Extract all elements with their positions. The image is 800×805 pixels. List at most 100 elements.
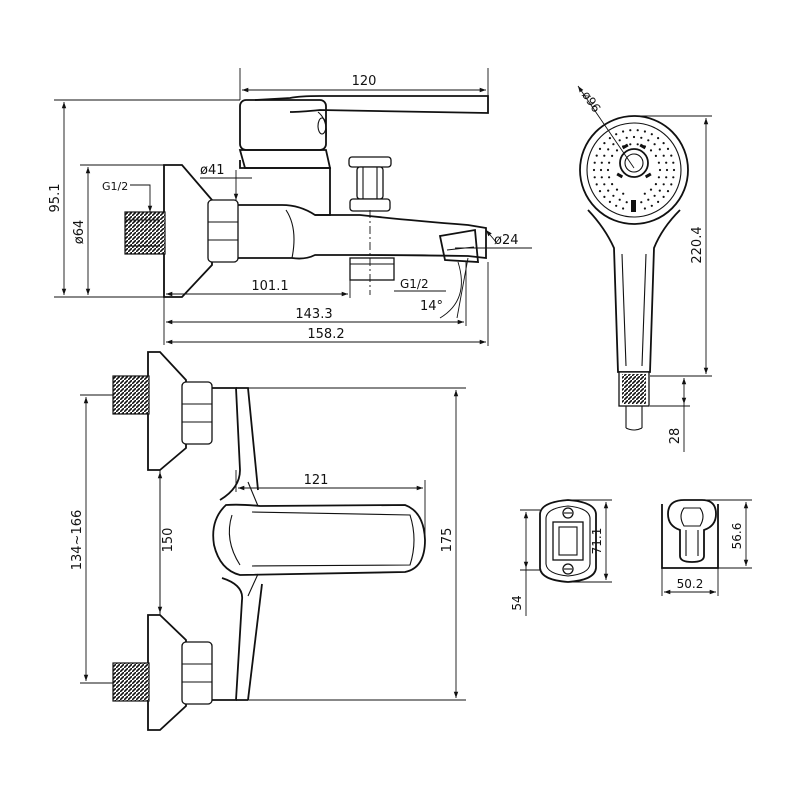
nozzle-dot <box>665 168 669 172</box>
nozzle-dot <box>654 154 658 157</box>
nozzle-dot <box>672 168 676 172</box>
nozzle-dot <box>662 183 665 186</box>
holder-side-view: 56.6 50.2 <box>661 499 752 596</box>
nozzle-dot <box>606 168 610 172</box>
nozzle-dot <box>608 161 611 164</box>
nozzle-dot <box>595 183 598 186</box>
nozzle-dot <box>672 176 675 179</box>
nozzle-dot <box>625 201 628 204</box>
nozzle-dot <box>640 136 643 139</box>
nozzle-dot <box>603 154 606 157</box>
nozzle-dot <box>643 207 647 210</box>
nozzle-dot <box>665 161 668 164</box>
nozzle-dot <box>636 129 639 132</box>
dim-holder-side-width: 50.2 <box>677 577 704 591</box>
nozzle-dot <box>662 142 665 145</box>
nozzle-dot <box>658 189 661 192</box>
nozzle-dot <box>608 200 612 203</box>
dim-body-diameter: ø41 <box>200 163 225 178</box>
dim-side-width: 120 <box>352 74 377 89</box>
dim-flange-span: 150 <box>161 528 176 553</box>
nozzle-dot <box>612 143 615 146</box>
dim-spout-angle: 14° <box>420 299 443 314</box>
nozzle-dot <box>595 154 598 157</box>
dim-side-height: 95.1 <box>48 184 63 213</box>
nozzle-dot <box>662 154 665 157</box>
nozzle-dot <box>603 142 606 145</box>
front-view: 134~166 150 121 175 <box>70 351 466 731</box>
nozzle-dot <box>608 176 611 179</box>
nozzle-dot <box>632 135 636 139</box>
nozzle-dot <box>598 147 602 150</box>
nozzle-dot <box>608 137 612 140</box>
dim-total-length: 158.2 <box>307 327 344 342</box>
nozzle-dot <box>657 200 660 203</box>
dim-holder-height: 71.1 <box>590 528 604 555</box>
nozzle-dot <box>615 149 619 152</box>
dim-offset: 101.1 <box>251 279 288 294</box>
dim-inlet-centers: 134~166 <box>70 510 85 571</box>
side-view: 120 95.1 ø64 G1/2 ø41 ø24 G1/2 14° 101.1 <box>48 68 532 346</box>
nozzle-dot <box>615 133 618 136</box>
nozzle-dot <box>657 137 660 140</box>
dim-flange-diameter: ø64 <box>72 220 87 245</box>
nozzle-dot <box>649 149 653 152</box>
nozzle-dot <box>592 168 596 172</box>
nozzle-dot <box>622 130 625 133</box>
dim-holder-base: 54 <box>510 595 524 610</box>
nozzle-dot <box>643 130 647 133</box>
nozzle-dot <box>615 204 618 207</box>
nozzle-dot <box>670 183 673 186</box>
dim-reach: 143.3 <box>295 307 332 322</box>
nozzle-dot <box>653 143 656 146</box>
nozzle-dot <box>666 147 670 150</box>
nozzle-dot <box>649 188 653 191</box>
nozzle-dot <box>647 139 650 142</box>
hand-shower-view: ø96 220.4 28 <box>577 85 712 452</box>
nozzle-dot <box>593 176 596 179</box>
nozzle-dot <box>622 145 625 148</box>
nozzle-dot <box>625 136 628 139</box>
nozzle-dot <box>622 207 625 210</box>
nozzle-dot <box>640 201 643 204</box>
nozzle-dot <box>607 189 610 192</box>
nozzle-dot <box>612 194 615 197</box>
nozzle-dot <box>629 143 632 146</box>
nozzle-dot <box>650 204 653 207</box>
nozzle-dot <box>593 161 596 164</box>
nozzle-dot <box>670 154 673 157</box>
dim-lever-length: 121 <box>304 473 329 488</box>
dim-shower-length: 220.4 <box>690 226 705 263</box>
nozzle-dot <box>607 148 610 151</box>
nozzle-dot <box>643 145 646 148</box>
nozzle-dot <box>657 161 661 164</box>
nozzle-dot <box>654 183 658 186</box>
nozzle-dot <box>672 161 675 164</box>
nozzle-dot <box>611 183 614 186</box>
nozzle-dot <box>653 194 656 197</box>
nozzle-dot <box>598 190 602 193</box>
nozzle-dot <box>636 143 639 146</box>
nozzle-dot <box>658 168 662 172</box>
nozzle-dot <box>600 161 603 164</box>
nozzle-dot <box>618 139 621 142</box>
nozzle-dot <box>658 148 661 151</box>
label-outlet-thread: G1/2 <box>400 277 429 291</box>
nozzle-dot <box>599 168 603 172</box>
holder-front-view: 71.1 54 <box>510 499 612 616</box>
nozzle-dot <box>666 190 670 193</box>
dim-holder-side-height: 56.6 <box>730 523 744 550</box>
label-inlet-thread: G1/2 <box>102 180 128 193</box>
nozzle-dot <box>611 154 614 157</box>
nozzle-dot <box>618 198 621 201</box>
nozzle-dot <box>629 129 632 132</box>
nozzle-dot <box>603 195 606 198</box>
nozzle-dot <box>600 176 603 179</box>
nozzle-dot <box>622 192 625 195</box>
nozzle-dot <box>665 176 668 179</box>
nozzle-dot <box>603 183 606 186</box>
dim-spout-diameter: ø24 <box>494 233 519 248</box>
nozzle-dot <box>650 133 653 136</box>
nozzle-dot <box>657 176 661 179</box>
